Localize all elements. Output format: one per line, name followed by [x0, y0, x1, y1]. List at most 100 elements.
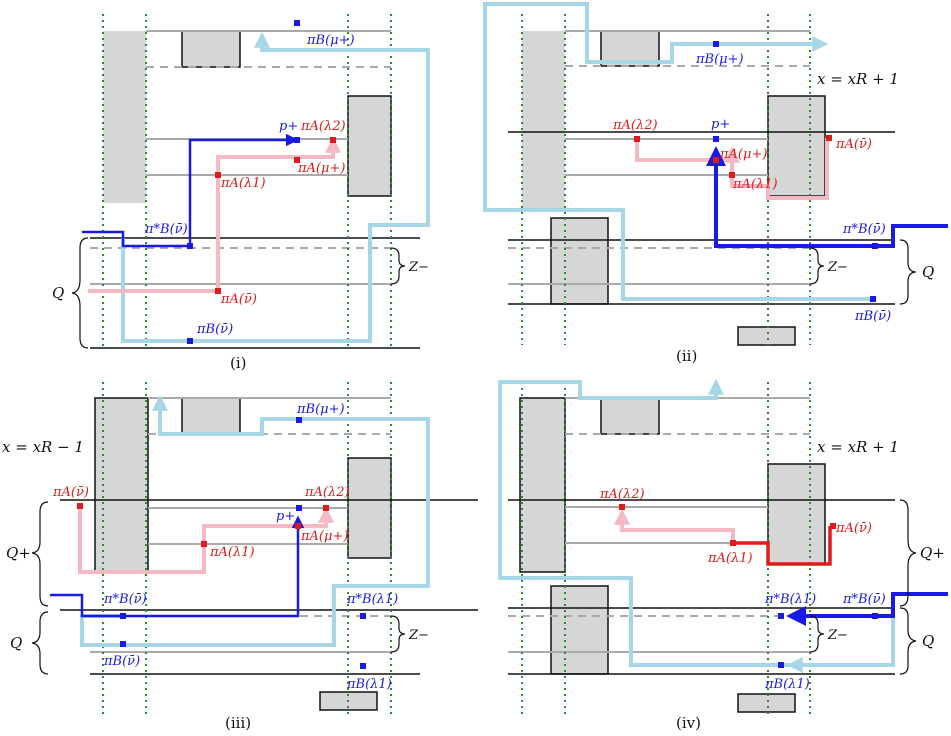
light-blue-path — [121, 31, 430, 343]
brace-z-minus — [809, 615, 825, 653]
label-pi-b-lambda1: πB(λ1) — [764, 677, 810, 692]
point-red — [330, 137, 336, 143]
label-z-minus: Z− — [827, 260, 848, 275]
label-pi-b-nu: πB(ν̄) — [103, 654, 140, 669]
label-x-eq: x = xR + 1 — [817, 70, 899, 88]
point-red — [215, 172, 221, 178]
point-red — [826, 135, 832, 141]
label-pi-a-mu-plus: πA(μ+) — [297, 161, 345, 176]
label-q-plus: Q+ — [920, 544, 945, 562]
point-red — [77, 503, 83, 509]
point-blue — [294, 20, 300, 26]
label-z-minus: Z− — [408, 628, 429, 643]
point-blue — [713, 41, 719, 47]
label-pi-a-lambda2: πA(λ2) — [300, 119, 346, 134]
label-pi-a-nu: πA(ν̄) — [220, 292, 257, 307]
point-red — [323, 505, 329, 511]
label-pi-b-star-nu: π*B(ν̄) — [842, 222, 886, 237]
label-pi-a-nu: πA(ν̄) — [835, 521, 872, 536]
pink-path-2 — [298, 506, 334, 528]
label-pi-a-mu-plus: πA(μ+) — [300, 529, 348, 544]
grey-box — [347, 95, 392, 197]
grey-box — [522, 31, 565, 211]
grey-box — [347, 457, 392, 559]
point-red — [729, 172, 735, 178]
blue-path — [50, 515, 305, 618]
point-red — [201, 541, 207, 547]
brace-z-minus — [390, 247, 406, 285]
point-blue — [120, 641, 126, 647]
point-blue — [294, 137, 300, 143]
grey-box — [181, 397, 241, 435]
point-red — [215, 288, 221, 294]
label-pi-b-lambda1: πB(λ1) — [346, 677, 392, 692]
panel-iii: x = xR − 1 πB(μ+) πA(ν̄) πA(λ2) p+ πA(μ+… — [2, 382, 478, 732]
point-blue — [360, 613, 366, 619]
label-q: Q — [922, 632, 934, 650]
panel-iv: x = xR + 1 πA(λ2) πA(ν̄) πA(λ1) Q+ π*B(λ… — [498, 378, 948, 732]
label-p-plus: p+ — [276, 509, 295, 524]
label-q-plus: Q+ — [6, 544, 31, 562]
label-pi-b-mu-plus: πB(μ+) — [306, 33, 355, 48]
light-blue-path — [80, 394, 430, 647]
light-blue-path — [498, 378, 895, 667]
panel-ii: πB(μ+) x = xR + 1 πA(λ2) p+ πA(ν̄) πA(μ+… — [483, 2, 948, 365]
point-blue — [872, 243, 878, 249]
caption: (i) — [230, 354, 247, 372]
label-q: Q — [10, 634, 22, 652]
grey-box — [103, 31, 146, 203]
label-pi-b-nu: πB(ν̄) — [196, 322, 233, 337]
point-red — [295, 523, 301, 529]
blue-path — [82, 133, 299, 248]
label-pi-a-lambda2: πA(λ2) — [599, 487, 645, 502]
grey-box — [737, 326, 796, 346]
label-pi-a-lambda2: πA(λ2) — [612, 118, 658, 133]
point-blue — [872, 613, 878, 619]
label-pi-b-nu: πB(ν̄) — [854, 309, 891, 324]
label-x-eq: x = xR + 1 — [817, 438, 899, 456]
pink-path — [88, 136, 341, 293]
point-red — [730, 540, 736, 546]
point-red — [294, 157, 300, 163]
grey-box — [181, 30, 241, 68]
label-p-plus: p+ — [279, 119, 298, 134]
brace-q — [899, 607, 917, 675]
point-blue — [296, 505, 302, 511]
grey-box — [519, 397, 566, 573]
blue-path — [706, 146, 948, 248]
label-pi-b-star-lambda1: π*B(λ1) — [764, 592, 816, 607]
caption: (iii) — [225, 714, 251, 732]
point-red — [634, 136, 640, 142]
light-blue-path — [483, 2, 873, 301]
label-pi-a-lambda1: πA(λ1) — [209, 545, 255, 560]
label-pi-a-lambda1: πA(λ1) — [220, 176, 266, 191]
label-p-plus: p+ — [711, 117, 730, 132]
label-pi-b-star-nu: π*B(ν̄) — [103, 592, 147, 607]
blue-path — [786, 592, 948, 626]
label-pi-a-lambda1: πA(λ1) — [732, 177, 778, 192]
point-blue — [778, 662, 784, 668]
brace-q — [31, 611, 49, 675]
brace-q — [899, 239, 917, 305]
grey-box — [600, 397, 660, 435]
label-pi-a-lambda1: πA(λ1) — [707, 551, 753, 566]
caption: (ii) — [676, 347, 697, 365]
label-pi-a-nu: πA(ν̄) — [52, 485, 89, 500]
label-pi-b-mu-plus: πB(μ+) — [695, 52, 744, 67]
grey-box — [550, 217, 609, 305]
label-z-minus: Z− — [408, 260, 429, 275]
point-red — [830, 523, 836, 529]
point-blue — [187, 338, 193, 344]
point-blue — [778, 613, 784, 619]
point-blue — [870, 296, 876, 302]
panel-i: πB(μ+) p+ πA(λ2) πA(μ+) πA(λ1) π*B(ν̄) π… — [52, 14, 430, 372]
pink-path — [635, 138, 829, 200]
brace-q — [71, 237, 89, 349]
label-pi-b-star-lambda1: π*B(λ1) — [346, 592, 398, 607]
brace-q-plus — [899, 499, 917, 607]
caption: (iv) — [676, 714, 701, 732]
brace-z-minus — [809, 247, 825, 285]
label-pi-a-lambda2: πA(λ2) — [304, 485, 350, 500]
label-z-minus: Z− — [827, 628, 848, 643]
